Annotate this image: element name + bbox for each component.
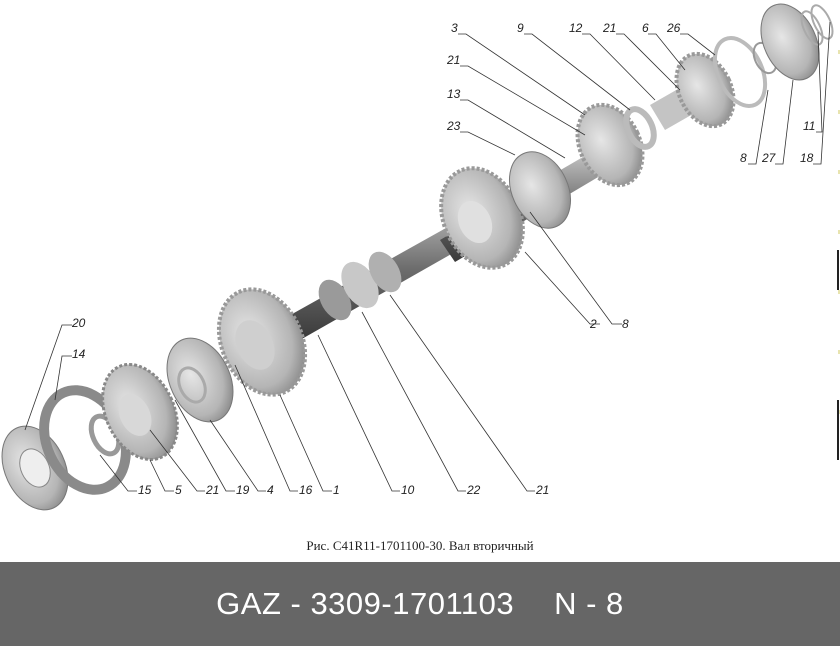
gear-1: [216, 287, 308, 397]
svg-text:19: 19: [236, 483, 250, 497]
gear-6: [674, 51, 736, 129]
svg-text:21: 21: [446, 53, 460, 67]
ring-11: [800, 10, 824, 46]
ring-26: [712, 36, 768, 108]
callouts-top: 3 9 12 21 6 26 21 13 23: [446, 21, 716, 159]
svg-text:11: 11: [803, 119, 815, 133]
callouts-middle: 2 8: [524, 211, 629, 331]
svg-text:21: 21: [602, 21, 616, 35]
callouts-bottom: 15 5 21 19 4 16 1 10 22 21: [99, 294, 549, 497]
washer-9: [623, 106, 657, 150]
part-number-banner: GAZ - 3309-1701103 N - 8: [0, 562, 840, 646]
right-edge-mark: [837, 250, 839, 290]
svg-text:2: 2: [589, 317, 597, 331]
svg-text:13: 13: [447, 87, 461, 101]
svg-text:15: 15: [138, 483, 152, 497]
callouts-left: 20 14: [24, 316, 86, 431]
svg-text:9: 9: [517, 21, 524, 35]
right-edge-artifact: [838, 20, 840, 460]
part-number: GAZ - 3309-1701103: [216, 586, 515, 621]
svg-text:1: 1: [333, 483, 340, 497]
svg-text:26: 26: [666, 21, 681, 35]
svg-text:5: 5: [175, 483, 182, 497]
svg-text:18: 18: [800, 151, 814, 165]
svg-text:16: 16: [299, 483, 313, 497]
gear-5: [101, 362, 179, 462]
svg-text:3: 3: [451, 21, 458, 35]
svg-text:4: 4: [267, 483, 274, 497]
right-edge-mark: [837, 400, 839, 460]
synchronizer-27: [760, 3, 820, 81]
svg-text:14: 14: [72, 347, 86, 361]
svg-text:27: 27: [761, 151, 777, 165]
callouts-right: 8 27 18 11: [740, 21, 831, 165]
shaft-collars: [318, 251, 402, 321]
position-number: N - 8: [554, 586, 624, 621]
svg-text:23: 23: [446, 119, 461, 133]
svg-text:6: 6: [642, 21, 649, 35]
ring-18: [810, 4, 834, 40]
svg-text:21: 21: [205, 483, 219, 497]
exploded-shaft-diagram: 3 9 12 21 6 26 21 13 23 8 27 18 11 2 8 2…: [1, 3, 834, 511]
synchronizer-4: [166, 337, 234, 423]
svg-text:8: 8: [622, 317, 629, 331]
synchronizer-23: [509, 151, 571, 229]
svg-text:10: 10: [401, 483, 415, 497]
svg-text:21: 21: [535, 483, 549, 497]
svg-text:8: 8: [740, 151, 747, 165]
svg-text:12: 12: [569, 21, 583, 35]
svg-text:22: 22: [466, 483, 481, 497]
figure-caption: Рис. C41R11-1701100-30. Вал вторичный: [306, 538, 534, 553]
svg-text:20: 20: [71, 316, 86, 330]
